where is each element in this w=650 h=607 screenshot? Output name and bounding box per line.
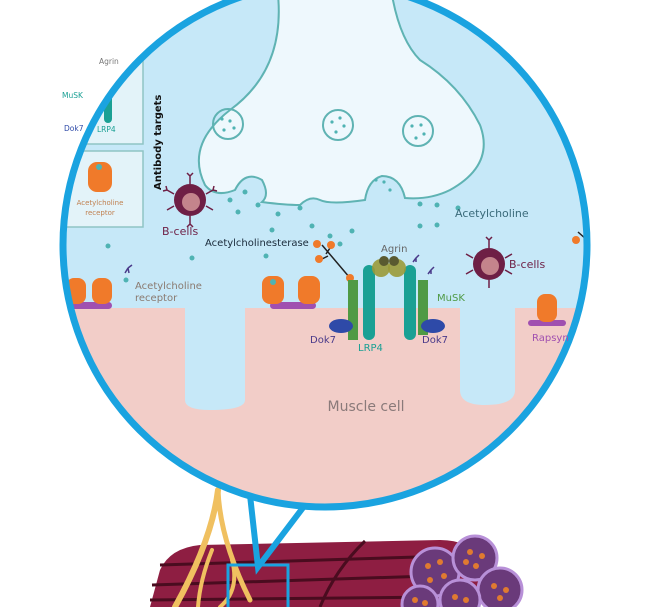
bound-acetylcholine bbox=[123, 277, 129, 283]
legend-dok7-label: Dok7 bbox=[64, 124, 84, 133]
lrp4-right bbox=[404, 265, 416, 340]
label-agrin: Agrin bbox=[381, 244, 407, 255]
nerve-fiber bbox=[172, 487, 221, 607]
myofibril bbox=[438, 578, 482, 607]
legend-musk-label: MuSK bbox=[62, 91, 84, 100]
vesicle bbox=[212, 108, 244, 140]
label-ach-receptor-line2: receptor bbox=[135, 293, 178, 304]
legend-receptor-line1: Acetylcholine bbox=[77, 199, 124, 207]
label-musk: MuSK bbox=[437, 293, 465, 304]
rapsyn-bar bbox=[528, 320, 566, 326]
label-rapsyn: Rapsyn bbox=[532, 333, 569, 344]
dok7 bbox=[587, 318, 609, 332]
callout-pointer bbox=[247, 494, 308, 575]
muscle-fiber-stripe bbox=[318, 539, 367, 607]
muscle-cell bbox=[63, 308, 587, 507]
myofibril bbox=[451, 534, 499, 582]
legend-lrp4-label: LRP4 bbox=[97, 125, 116, 134]
dok7-left bbox=[329, 319, 353, 333]
lens-border bbox=[59, 0, 591, 511]
b-cell-right bbox=[465, 236, 513, 288]
label-b-cells-right: B-cells bbox=[509, 258, 545, 271]
myofibril bbox=[400, 584, 440, 607]
nerve-fiber bbox=[196, 548, 214, 607]
label-lrp4: LRP4 bbox=[358, 343, 383, 354]
label-muscle-cell: Muscle cell bbox=[328, 399, 405, 415]
nerve-fiber bbox=[215, 487, 253, 603]
ach-receptor bbox=[262, 276, 284, 304]
legend-receptor-line2: receptor bbox=[85, 209, 115, 217]
dok7-right bbox=[421, 319, 445, 333]
antibody-icon bbox=[427, 266, 435, 275]
label-ach-receptor-line1: Acetylcholine bbox=[135, 281, 202, 292]
zoom-region-box bbox=[226, 563, 290, 607]
musk-right bbox=[418, 280, 428, 335]
label-dok7-right: Dok7 bbox=[422, 335, 448, 346]
vesicle bbox=[402, 115, 434, 147]
antibody-icon bbox=[124, 264, 133, 274]
label-acetylcholine: Acetylcholine bbox=[455, 207, 529, 220]
nerve-terminal bbox=[197, 0, 485, 207]
synaptic-vesicles bbox=[212, 108, 434, 147]
b-cell-left bbox=[162, 172, 218, 228]
ach-receptor-cluster-middle bbox=[262, 276, 320, 309]
legend-agrin-label: Agrin bbox=[99, 57, 119, 66]
myofibril bbox=[476, 566, 524, 607]
lrp4-left bbox=[363, 265, 375, 340]
ach-receptor bbox=[537, 294, 557, 322]
ach-receptor bbox=[298, 276, 320, 304]
antibody-icon bbox=[412, 254, 420, 263]
myofibril-cross-sections bbox=[400, 534, 524, 607]
label-b-cells-left: B-cells bbox=[162, 225, 198, 238]
ach-receptor-right bbox=[528, 294, 566, 326]
musk-left bbox=[348, 280, 358, 340]
bound-acetylcholine bbox=[270, 279, 276, 285]
acetylcholine-molecules bbox=[105, 116, 461, 261]
label-acetylcholinesterase: Acetylcholinesterase bbox=[205, 238, 309, 249]
musk-lrp4-agrin-complex bbox=[329, 254, 445, 340]
vesicle bbox=[322, 109, 354, 141]
antibody-targets-heading: Antibody targets bbox=[153, 95, 164, 190]
label-dok7-left: Dok7 bbox=[310, 335, 336, 346]
ach-receptor bbox=[92, 278, 112, 304]
